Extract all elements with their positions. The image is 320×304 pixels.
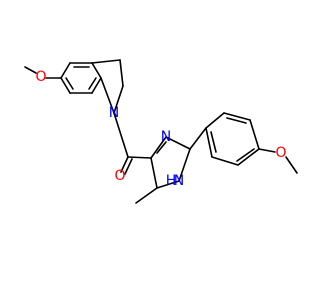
bond-ring3-inner-3	[210, 131, 217, 153]
bond-ring3-inner-1	[226, 117, 247, 124]
bond-imidazole-inner	[156, 141, 167, 154]
bond-ring3-to-o-right	[258, 148, 276, 153]
bond-ring2-c	[113, 85, 124, 114]
bond-ring2-d	[100, 77, 115, 114]
bond-imidazole-d	[156, 180, 180, 189]
bond-carbonyl-o-2	[124, 158, 133, 175]
bond-imidazole-a	[150, 136, 167, 159]
atom-label-nh-imidazole: N	[174, 173, 184, 189]
bond-carbonyl-o-1	[120, 156, 129, 173]
bond-imidazole-b	[165, 136, 191, 150]
bond-ring1-d	[91, 77, 102, 94]
bond-o-right-methyl	[285, 156, 298, 174]
bond-layer	[24, 59, 298, 204]
bond-ring1-c	[91, 62, 102, 79]
atom-label-o-right: O	[275, 145, 286, 161]
bond-imidazole-c	[178, 148, 191, 182]
bond-imidazole-to-aryl	[189, 127, 207, 150]
atom-label-o-left: O	[35, 69, 46, 85]
atom-label-o-carbonyl: O	[114, 168, 125, 184]
bond-ring3-inner-2	[236, 148, 255, 162]
bond-methyl-o-left	[24, 66, 37, 74]
bond-ring3-e	[211, 156, 239, 166]
molecule-svg: O N O N N H O	[24, 59, 298, 204]
atom-label-n-imidazole-top: N	[161, 129, 171, 145]
bond-n-to-carbonyl	[113, 112, 129, 158]
bond-ring3-f	[205, 127, 213, 158]
bond-imidazole-e	[150, 157, 158, 189]
bond-ring2-a	[91, 59, 121, 64]
bond-ring1-inner-2	[88, 77, 97, 90]
bond-ring3-d	[237, 148, 260, 166]
atom-label-layer: O N O N N H O	[35, 69, 286, 189]
structure-diagram: O N O N N H O	[24, 59, 298, 204]
bond-methyl-down	[135, 187, 158, 204]
atom-label-n-indoline: N	[109, 105, 119, 121]
bond-ring1-f	[60, 77, 71, 94]
bond-ring2-b	[119, 59, 124, 87]
bond-ring3-b	[223, 112, 251, 121]
bond-carbonyl-to-imidazole	[127, 156, 152, 159]
bond-ring1-inner-3	[65, 77, 74, 90]
bond-ring3-a	[205, 112, 225, 129]
bond-ring1-a	[60, 62, 71, 79]
atom-label-nh-h: H	[166, 173, 177, 189]
bond-ring3-c	[249, 119, 260, 150]
